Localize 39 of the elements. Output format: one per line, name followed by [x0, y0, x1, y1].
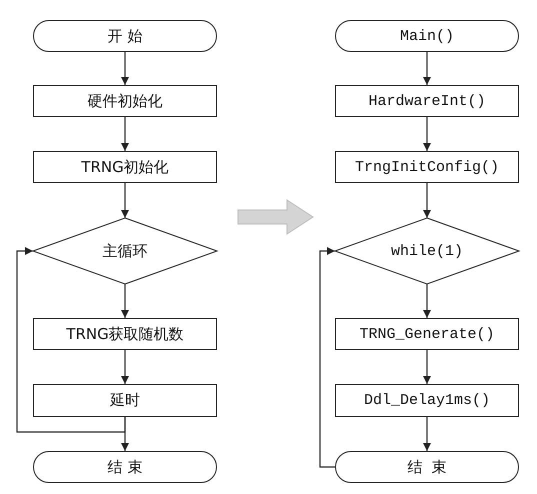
- terminal-pill: [335, 451, 519, 483]
- node-label: while(1): [390, 242, 463, 260]
- node-label: 硬件初始化: [88, 92, 162, 110]
- process-box: [33, 318, 217, 350]
- node-label: 结 束: [108, 458, 142, 476]
- node-label: 结 束: [407, 458, 446, 476]
- node-label: 开 始: [108, 26, 142, 46]
- arrow: [423, 350, 431, 384]
- node-label: 延时: [110, 391, 140, 410]
- process-box: [33, 384, 217, 417]
- arrow: [121, 52, 129, 85]
- process-box: [335, 151, 519, 183]
- arrow: [423, 284, 431, 318]
- terminal-pill: [33, 20, 217, 52]
- node-label: TRNG初始化: [81, 158, 169, 176]
- node-label: Main(): [400, 28, 454, 44]
- arrow: [16, 247, 126, 433]
- node-label: 主循环: [102, 242, 148, 260]
- arrow: [121, 117, 129, 151]
- node-label: TRNG_Generate(): [359, 326, 495, 342]
- node-label: TRNG获取随机数: [66, 324, 184, 344]
- arrow: [121, 183, 129, 218]
- process-box: [335, 384, 519, 417]
- terminal-pill: [335, 20, 519, 52]
- arrow: [121, 284, 129, 318]
- arrow: [121, 350, 129, 384]
- process-box: [335, 318, 519, 350]
- arrow: [423, 183, 431, 218]
- arrow: [423, 417, 431, 451]
- node-label: TrngInitConfig(): [354, 158, 500, 176]
- terminal-pill: [33, 451, 217, 483]
- process-box: [33, 151, 217, 183]
- node-label: Ddl_Delay1ms(): [364, 392, 490, 409]
- arrow: [423, 117, 431, 151]
- process-box: [335, 85, 519, 117]
- process-box: [33, 85, 217, 117]
- arrow: [319, 247, 335, 468]
- node-label: HardwareInt(): [368, 92, 486, 110]
- arrow: [423, 52, 431, 85]
